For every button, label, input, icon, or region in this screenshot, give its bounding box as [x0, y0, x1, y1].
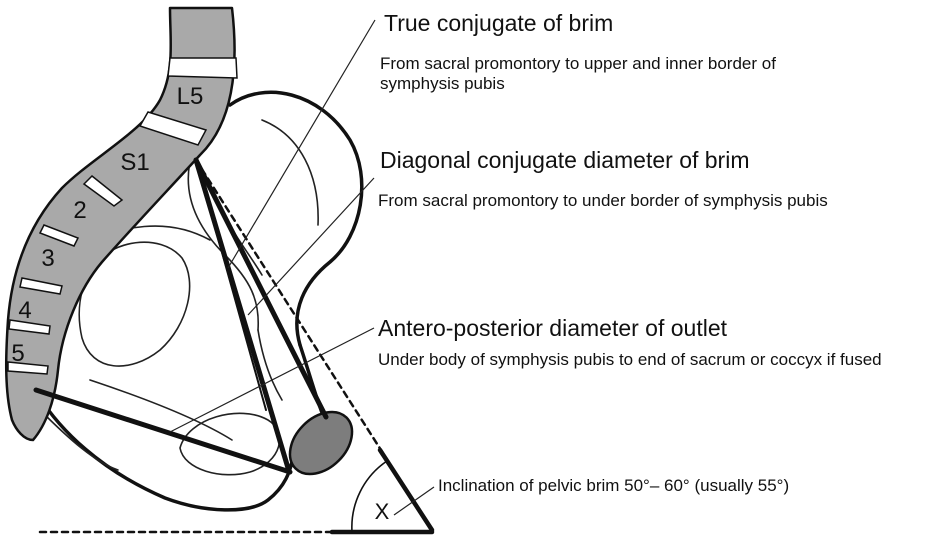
- angle-x-label: X: [375, 499, 390, 524]
- ischial-line-1: [40, 410, 118, 470]
- leader-inclination: [394, 487, 434, 515]
- callout-desc-true-conjugate: From sacral promontory to upper and inne…: [380, 54, 850, 94]
- outlet-diameter-line: [36, 390, 290, 472]
- vertebra-label-l5: L5: [177, 83, 204, 110]
- vertebra-label-5: 5: [11, 340, 24, 367]
- inclination-caption: Inclination of pelvic brim 50°– 60° (usu…: [438, 476, 789, 496]
- callout-title-outlet-diameter: Antero-posterior diameter of outlet: [378, 315, 727, 341]
- vertebra-label-2: 2: [73, 197, 86, 224]
- iliac-fossa-arc: [262, 120, 318, 225]
- iliac-crest: [230, 92, 362, 345]
- callout-title-true-conjugate: True conjugate of brim: [384, 10, 613, 36]
- vertebra-label-3: 3: [41, 245, 54, 272]
- ischium-lower-contour: [38, 395, 292, 510]
- disc-l4-l5: [168, 58, 237, 78]
- leader-diagonal-conjugate: [248, 178, 374, 315]
- vertebra-label-s1: S1: [120, 149, 149, 176]
- vertebra-label-4: 4: [18, 297, 31, 324]
- callout-title-diagonal-conjugate: Diagonal conjugate diameter of brim: [380, 147, 749, 173]
- callout-desc-outlet-diameter: Under body of symphysis pubis to end of …: [378, 350, 938, 370]
- true-conjugate-thin-line: [199, 170, 266, 410]
- callout-desc-diagonal-conjugate: From sacral promontory to under border o…: [378, 191, 848, 211]
- spine: L5 S1 2 3 4 5: [6, 8, 237, 440]
- ilium-lower-line: [258, 330, 282, 400]
